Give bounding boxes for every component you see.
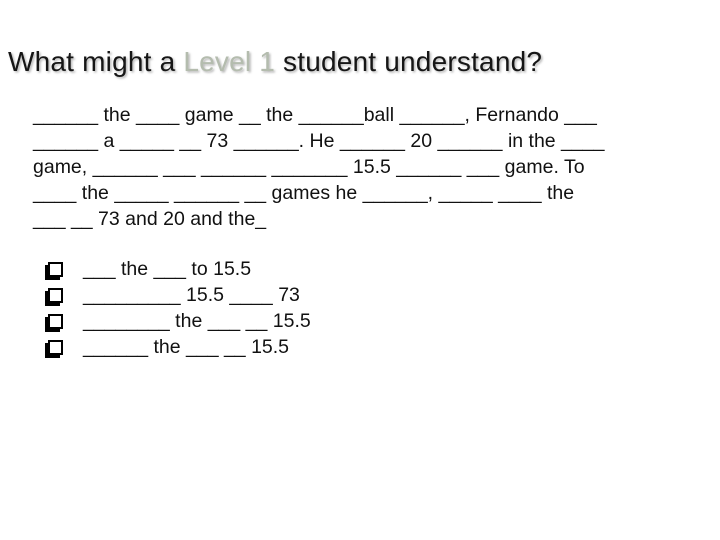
- checklist-item: ___ the ___ to 15.5: [45, 256, 311, 282]
- checklist-item: ______ the ___ __ 15.5: [45, 334, 311, 360]
- checklist-item-text: ___ the ___ to 15.5: [83, 258, 252, 280]
- checklist-item: ________ the ___ __ 15.5: [45, 308, 311, 334]
- checkbox-icon: [48, 287, 63, 303]
- slide-title: What might a Level 1 student understand?: [8, 46, 542, 78]
- fill-in-blank-paragraph: ______ the ____ game __ the ______ball _…: [33, 102, 693, 232]
- checklist-item-text: ________ the ___ __ 15.5: [83, 310, 311, 332]
- paragraph-line: ____ the _____ ______ __ games he ______…: [33, 182, 575, 204]
- answer-checklist: ___ the ___ to 15.5 _________ 15.5 ____ …: [45, 256, 311, 360]
- checklist-item: _________ 15.5 ____ 73: [45, 282, 311, 308]
- paragraph-line: game, ______ ___ ______ _______ 15.5 ___…: [33, 156, 585, 178]
- title-level-1-highlight: Level 1: [183, 46, 276, 77]
- title-text-prefix: What might a: [8, 46, 184, 77]
- checkbox-icon: [48, 339, 63, 355]
- checkbox-icon: [48, 313, 63, 329]
- checklist-item-text: _________ 15.5 ____ 73: [83, 284, 300, 306]
- paragraph-line: ______ the ____ game __ the ______ball _…: [33, 104, 597, 126]
- title-text-suffix: student understand?: [275, 46, 543, 77]
- paragraph-line: ______ a _____ __ 73 ______. He ______ 2…: [33, 130, 605, 152]
- checkbox-icon: [48, 261, 63, 277]
- paragraph-line: ___ __ 73 and 20 and the_: [33, 208, 267, 230]
- checklist-item-text: ______ the ___ __ 15.5: [83, 336, 290, 358]
